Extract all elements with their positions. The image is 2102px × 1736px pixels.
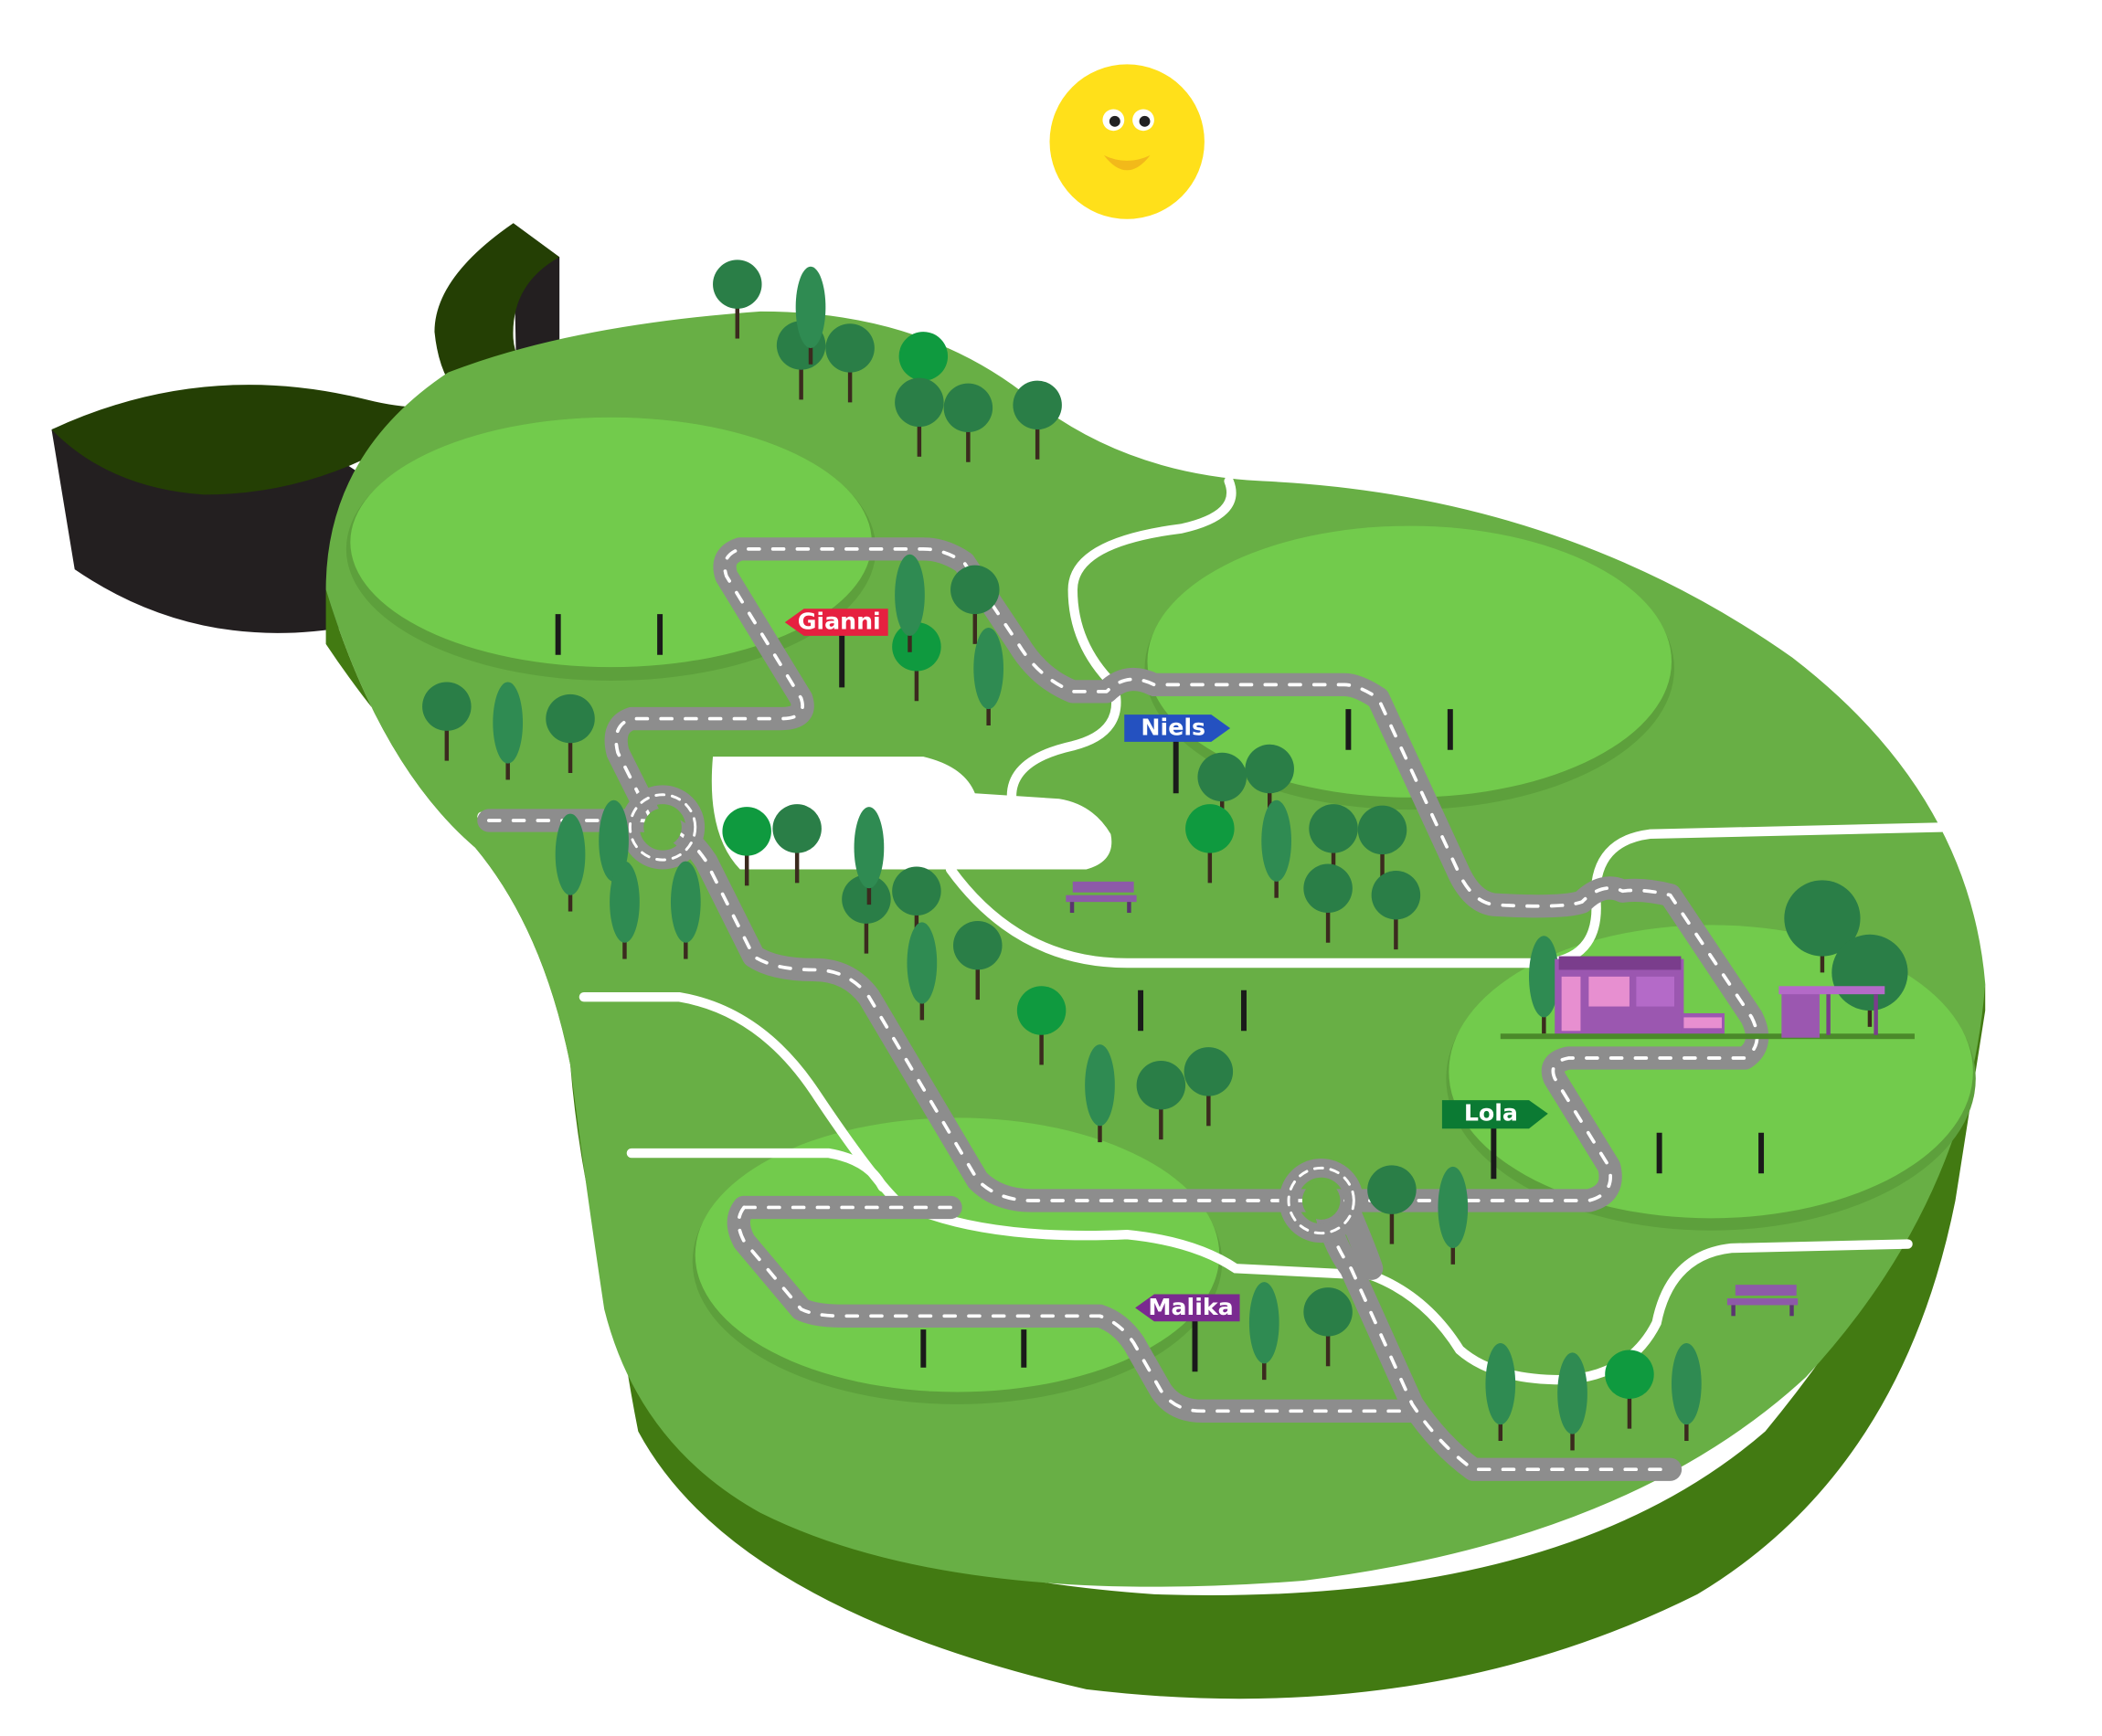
round-tree	[1784, 880, 1861, 973]
tall-tree	[599, 799, 629, 898]
posts	[555, 614, 1765, 1368]
kiosk-icon[interactable]	[1778, 986, 1885, 1038]
roundabout	[621, 785, 706, 870]
tall-tree	[795, 266, 826, 365]
tall-tree	[1672, 1343, 1702, 1442]
round-tree	[1197, 752, 1247, 831]
tall-tree	[555, 813, 586, 912]
round-tree	[546, 693, 595, 773]
bench-icon[interactable]	[1066, 881, 1137, 914]
round-tree	[1013, 380, 1062, 460]
trees	[422, 259, 1908, 1451]
sign-plate	[1124, 715, 1231, 742]
tall-tree	[907, 922, 938, 1021]
round-tree	[892, 866, 941, 946]
round-tree	[1136, 1060, 1186, 1140]
sign-plate	[1441, 1100, 1548, 1129]
round-tree	[1371, 870, 1421, 950]
round-tree	[943, 383, 993, 462]
round-tree	[842, 874, 891, 954]
round-tree	[895, 377, 944, 457]
sign-label: Lola	[1464, 1099, 1518, 1126]
round-tree	[1367, 1165, 1417, 1244]
pear-leaf	[51, 385, 455, 633]
tall-tree	[1557, 1352, 1587, 1451]
storefront-icon[interactable]	[1500, 956, 1915, 1040]
round-tree	[1303, 1287, 1353, 1367]
tall-tree	[670, 861, 701, 959]
round-tree	[713, 259, 762, 339]
sign-label: Gianni	[798, 609, 881, 635]
round-tree	[825, 323, 875, 403]
bench-icon[interactable]	[1726, 1285, 1799, 1317]
smiling-sun-icon	[1049, 64, 1205, 219]
tall-tree	[1485, 1343, 1516, 1442]
round-tree	[772, 804, 822, 884]
round-tree	[950, 565, 1000, 644]
round-tree	[1357, 805, 1407, 884]
round-tree	[1605, 1350, 1654, 1429]
sign-label: Malika	[1148, 1294, 1233, 1320]
round-tree	[1185, 804, 1235, 884]
round-tree	[1016, 986, 1067, 1065]
signpost-gianni[interactable]: Gianni	[784, 609, 888, 688]
roads	[477, 549, 1757, 1481]
round-tree	[722, 807, 771, 886]
signpost-lola[interactable]: Lola	[1441, 1099, 1548, 1180]
tall-tree	[1085, 1044, 1115, 1143]
roundabout	[1279, 1158, 1364, 1244]
tall-tree	[1528, 936, 1559, 1034]
sign-label: Niels	[1141, 714, 1205, 740]
tall-tree	[973, 628, 1003, 725]
tall-tree	[493, 682, 524, 780]
tall-tree	[610, 861, 640, 959]
signpost-niels[interactable]: Niels	[1124, 714, 1231, 794]
round-tree	[892, 622, 941, 702]
sign-plate	[1135, 1294, 1240, 1322]
round-tree	[1245, 744, 1294, 823]
tall-tree	[895, 554, 925, 652]
tall-tree	[854, 807, 885, 905]
signpost-malika[interactable]: Malika	[1135, 1294, 1240, 1372]
round-tree	[1303, 863, 1353, 943]
round-tree	[1309, 804, 1358, 884]
round-tree	[953, 920, 1003, 1000]
tall-tree	[1261, 799, 1291, 898]
tall-tree	[1438, 1166, 1469, 1265]
round-tree	[422, 682, 472, 761]
sign-plate	[784, 609, 888, 636]
tall-tree	[1248, 1282, 1279, 1381]
round-tree	[1184, 1047, 1234, 1127]
